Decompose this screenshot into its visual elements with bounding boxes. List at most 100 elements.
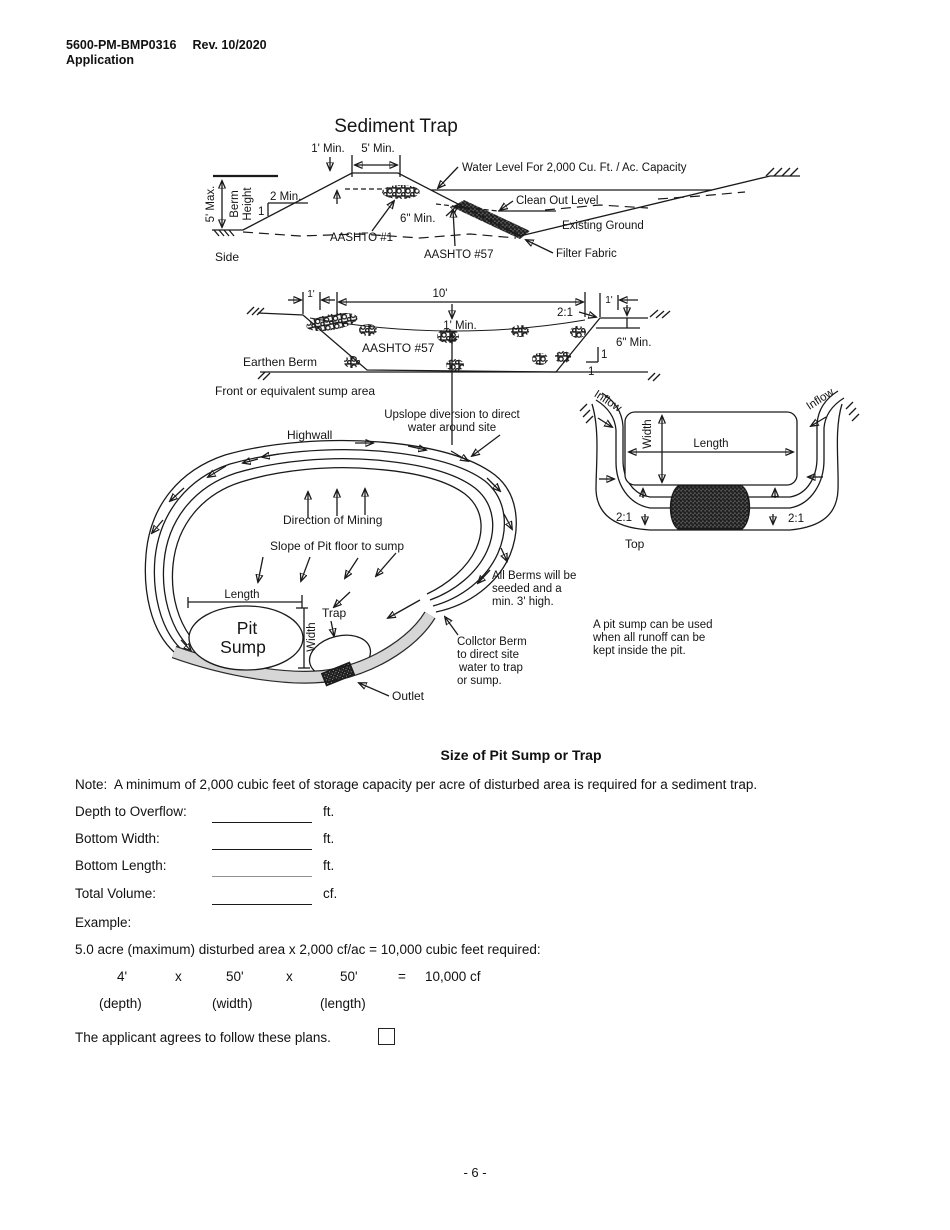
berms-note-line-2: seeded and a bbox=[492, 583, 562, 595]
front-6in-min-label: 6" Min. bbox=[616, 337, 651, 349]
bottom-length-unit-label: ft. bbox=[323, 858, 335, 873]
clean-out-label: Clean Out Level bbox=[516, 195, 598, 207]
side-height-label: Height bbox=[242, 187, 254, 221]
calc-width-value: 50' bbox=[226, 969, 244, 984]
front-2to1-label: 2:1 bbox=[557, 307, 573, 319]
side-5ft-max-label: 5' Max. bbox=[205, 186, 217, 223]
pit-contour-3 bbox=[162, 458, 494, 646]
aashto1-rock-cluster bbox=[382, 185, 420, 199]
example-label: Example: bbox=[75, 915, 132, 930]
top-outer-boundary bbox=[591, 403, 843, 531]
top-view-caption: Top bbox=[625, 537, 645, 551]
berms-note-line-1: All Berms will be bbox=[492, 570, 576, 582]
top-left-channel-outer bbox=[595, 399, 673, 509]
pit-label: Pit bbox=[237, 618, 258, 638]
figure-title: Sediment Trap bbox=[334, 116, 458, 137]
berms-note-line-3: min. 3' high. bbox=[492, 596, 554, 608]
front-1ft-left-label: 1' bbox=[307, 289, 315, 300]
bottom-length-label: Bottom Length: bbox=[75, 858, 167, 873]
pit-sump-note-1: A pit sump can be used bbox=[593, 619, 713, 631]
front-view-diagram: 1' 10' 1' 1' Min. 2:1 6" Min. 1 1 AASHTO bbox=[215, 288, 671, 445]
pit-sump-width-label: Width bbox=[306, 622, 318, 651]
bottom-length-field[interactable] bbox=[212, 856, 312, 877]
pit-contour-4 bbox=[171, 467, 482, 642]
existing-ground-label: Existing Ground bbox=[562, 220, 644, 232]
berm-outline bbox=[242, 172, 521, 237]
slope-pit-floor-label: Slope of Pit floor to sump bbox=[270, 539, 404, 553]
pit-sump-outline bbox=[188, 605, 304, 671]
agreement-checkbox[interactable] bbox=[378, 1028, 395, 1045]
pit-sump-note-2: when all runoff can be bbox=[592, 632, 705, 644]
depth-to-overflow-label: Depth to Overflow: bbox=[75, 804, 187, 819]
water-level-label: Water Level For 2,000 Cu. Ft. / Ac. Capa… bbox=[462, 162, 687, 174]
side-2min-label: 2 Min. bbox=[270, 191, 301, 203]
side-berm-label: Berm bbox=[229, 190, 241, 217]
collector-berm-label-4: or sump. bbox=[457, 675, 502, 687]
earthen-berm-label: Earthen Berm bbox=[243, 355, 317, 369]
slope-to-sump-arrows bbox=[258, 552, 421, 618]
top-right-channel-inner bbox=[747, 390, 839, 498]
example-text: 5.0 acre (maximum) disturbed area x 2,00… bbox=[75, 942, 541, 957]
calc-equals: = bbox=[398, 969, 406, 984]
caption-width: (width) bbox=[212, 996, 253, 1011]
front-1ft-right-label: 1' bbox=[605, 295, 613, 306]
front-hatches bbox=[246, 306, 671, 382]
calc-result: 10,000 cf bbox=[425, 969, 481, 984]
front-channel-outline bbox=[257, 312, 648, 373]
six-in-min-side-label: 6" Min. bbox=[400, 213, 435, 225]
top-view-diagram: Width Length Inflow Inflow 2:1 2:1 bbox=[579, 386, 860, 657]
calc-times-1: x bbox=[175, 969, 182, 984]
front-1ft-min-label: 1' Min. bbox=[443, 320, 477, 332]
direction-of-mining-label: Direction of Mining bbox=[283, 513, 382, 527]
depth-to-overflow-field[interactable] bbox=[212, 802, 312, 823]
top-2to1-left-label: 2:1 bbox=[616, 512, 632, 524]
total-volume-label: Total Volume: bbox=[75, 886, 157, 901]
depth-unit-label: ft. bbox=[323, 804, 335, 819]
basin-width-label: Width bbox=[642, 419, 654, 448]
top-right-channel-outer bbox=[747, 397, 845, 509]
bottom-width-unit-label: ft. bbox=[323, 831, 335, 846]
aashto57-side-label: AASHTO #57 bbox=[424, 249, 493, 261]
agreement-text: The applicant agrees to follow these pla… bbox=[75, 1030, 331, 1045]
page-number: - 6 - bbox=[463, 1165, 487, 1180]
caption-length: (length) bbox=[320, 996, 366, 1011]
direction-of-mining-arrows bbox=[308, 489, 365, 518]
calc-length-value: 50' bbox=[340, 969, 358, 984]
collector-berm-label-2: to direct site bbox=[457, 649, 519, 661]
outlet-stone-section bbox=[320, 661, 356, 687]
pit-sump-note-3: kept inside the pit. bbox=[593, 645, 686, 657]
front-10ft-label: 10' bbox=[433, 288, 448, 300]
total-volume-field[interactable] bbox=[212, 884, 312, 905]
side-view-diagram: 5' Max. Berm Height 2 Min. 1 5' Min. 1' … bbox=[205, 143, 800, 264]
filter-stone-wedge bbox=[452, 200, 530, 239]
bottom-width-field[interactable] bbox=[212, 829, 312, 850]
top-2to1-right-label: 2:1 bbox=[788, 513, 804, 525]
aashto1-label: AASHTO #1 bbox=[330, 232, 393, 244]
caption-depth: (depth) bbox=[99, 996, 142, 1011]
side-view-caption: Side bbox=[215, 250, 239, 264]
filter-fabric-label: Filter Fabric bbox=[556, 248, 617, 260]
application-label: Application bbox=[66, 53, 135, 67]
bottom-width-label: Bottom Width: bbox=[75, 831, 160, 846]
pit-contour-2 bbox=[153, 448, 506, 649]
top-view-arrows bbox=[597, 416, 827, 524]
trap-label: Trap bbox=[322, 606, 347, 620]
sediment-trap-figure: Sediment Trap 5' Max. Berm Height 2 Min.… bbox=[144, 116, 860, 703]
outlet-label: Outlet bbox=[392, 689, 425, 703]
collector-berm-label-1: Collctor Berm bbox=[457, 636, 527, 648]
revision-label: Rev. 10/2020 bbox=[192, 38, 267, 52]
aashto57-front-label: AASHTO #57 bbox=[362, 341, 435, 355]
upslope-diversion-label-1: Upslope diversion to direct bbox=[384, 409, 520, 421]
calc-depth-value: 4' bbox=[117, 969, 128, 984]
side-left-ground-hatch bbox=[213, 229, 235, 237]
front-slope-1-bottom: 1 bbox=[588, 366, 594, 378]
calc-times-2: x bbox=[286, 969, 293, 984]
plan-view-diagram: Highwall Upslope diversion to direct wat… bbox=[144, 409, 576, 703]
side-1-label: 1 bbox=[258, 206, 264, 218]
side-right-ground-hatch bbox=[765, 167, 799, 177]
basin-length-label: Length bbox=[693, 438, 728, 450]
total-volume-unit-label: cf. bbox=[323, 886, 338, 901]
front-view-caption: Front or equivalent sump area bbox=[215, 384, 375, 398]
